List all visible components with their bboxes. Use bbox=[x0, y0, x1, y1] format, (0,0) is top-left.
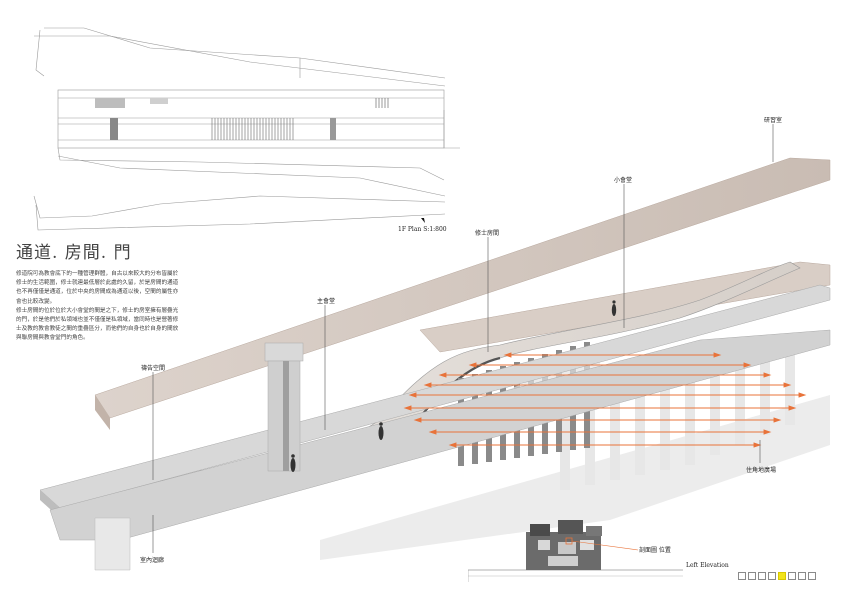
page-dot[interactable] bbox=[768, 572, 776, 580]
page-dot[interactable] bbox=[758, 572, 766, 580]
page-dot[interactable] bbox=[788, 572, 796, 580]
label-research-room: 研習室 bbox=[764, 117, 783, 124]
page-dot-active[interactable] bbox=[778, 572, 786, 580]
label-small-hall: 小會堂 bbox=[614, 177, 633, 184]
page-dot[interactable] bbox=[748, 572, 756, 580]
description-paragraph: 修士房間的位於位於大小會堂的間是之下，修士的房室擁有層疊光的門，於是他們於私領域… bbox=[16, 307, 179, 342]
elevation-caption: Left Elevation bbox=[686, 562, 729, 569]
plan-caption: 1F Plan S:1:800 bbox=[398, 226, 447, 233]
label-indoor-corridor: 室內迴廊 bbox=[140, 557, 165, 564]
description-paragraph: 修道院可為教會底下的一種管理群體，自古以來較大的分布皆屬於修士的生活範圍，修士就… bbox=[16, 271, 179, 305]
section-position-marker: 剖面圖 位置 bbox=[639, 547, 671, 554]
page-dot[interactable] bbox=[808, 572, 816, 580]
label-prayer-space: 禱告空間 bbox=[141, 365, 166, 372]
section-title: 通道. 房間. 門 bbox=[16, 243, 132, 263]
description-text: 修道院可為教會底下的一種管理群體，自古以來較大的分布皆屬於修士的生活範圍，修士就… bbox=[16, 270, 181, 344]
floor-plan-drawing bbox=[33, 27, 460, 231]
label-main-hall: 主會堂 bbox=[317, 298, 336, 305]
page-dot[interactable] bbox=[798, 572, 806, 580]
label-monk-room: 修士房間 bbox=[475, 230, 500, 237]
page-indicator bbox=[738, 572, 816, 580]
left-elevation-drawing bbox=[468, 520, 683, 582]
label-plaza: 住角地廣場 bbox=[746, 467, 777, 474]
page-dot[interactable] bbox=[738, 572, 746, 580]
